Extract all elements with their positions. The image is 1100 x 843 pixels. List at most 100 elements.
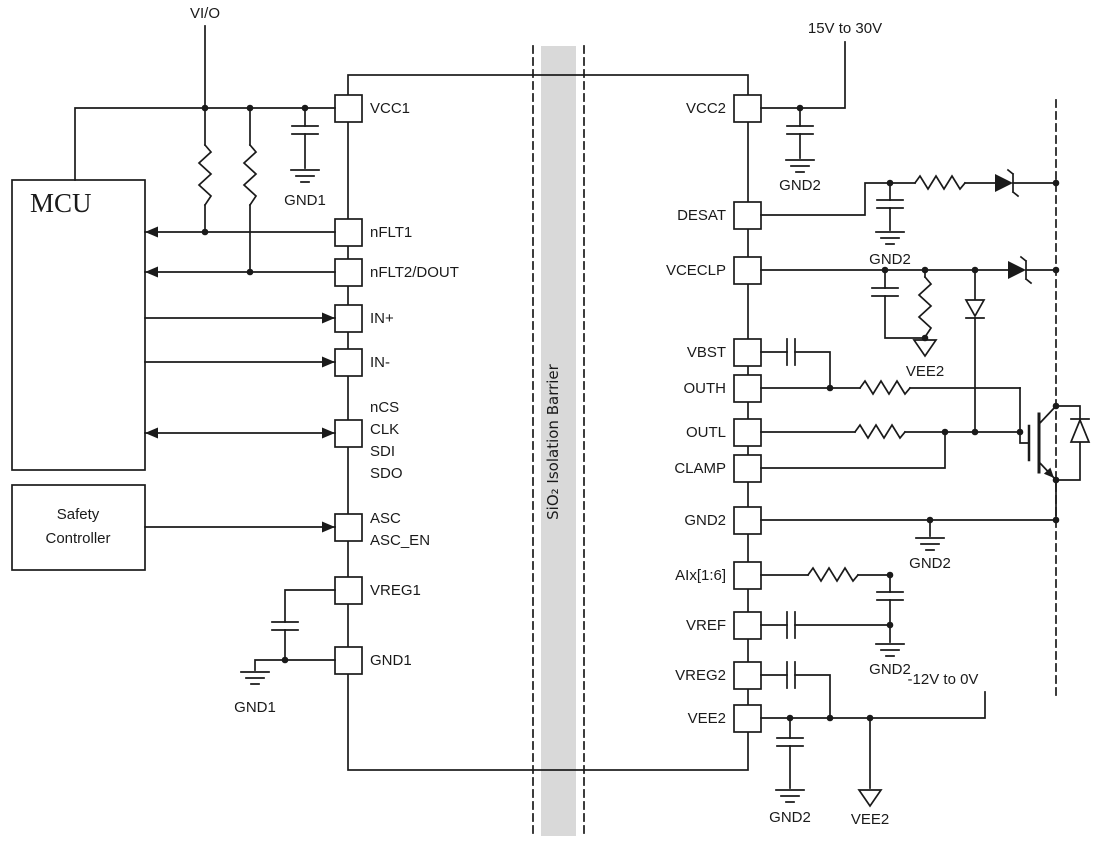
gnd2-symbol (785, 159, 815, 173)
pin-label-sdi: SDI (370, 443, 395, 460)
gnd2-symbol (915, 537, 945, 551)
pin-label-ncs: nCS (370, 399, 399, 416)
safety-controller-block: Safety Controller (11, 484, 146, 571)
pin-label-vbst: VBST (687, 344, 726, 361)
vcc2-decoupling-capacitor (786, 125, 814, 135)
isolation-barrier-label: SiO₂ Isolation Barrier (544, 363, 562, 520)
pin-label-asc: ASC (370, 510, 401, 527)
pin-clamp (733, 454, 762, 483)
gnd2-symbol (875, 643, 905, 657)
gate-off-resistor (854, 424, 906, 439)
pin-vbst (733, 338, 762, 367)
junction-dots (201, 104, 1060, 722)
pin-label-vcc1: VCC1 (370, 100, 410, 117)
igbt-symbol (1027, 404, 1058, 482)
vreg1-capacitor (271, 621, 299, 631)
pin-label-gnd1: GND1 (370, 652, 412, 669)
vee2-symbol (858, 789, 882, 807)
pin-label-clk: CLK (370, 421, 399, 438)
safety-label-line2: Controller (45, 530, 110, 547)
pin-label-asc-en: ASC_EN (370, 532, 430, 549)
pin-label-clamp: CLAMP (674, 460, 726, 477)
positive-supply-label: 15V to 30V (808, 20, 882, 37)
gnd2-symbol (775, 789, 805, 803)
pin-gnd1 (334, 646, 363, 675)
ic-right-pins (733, 94, 762, 733)
pin-vreg2 (733, 661, 762, 690)
vcc1-decoupling-capacitor (291, 125, 319, 135)
pin-spi (334, 419, 363, 448)
pin-label-in-minus: IN- (370, 354, 390, 371)
clamp-diode (964, 299, 986, 319)
emitter-arrowhead (1043, 467, 1054, 478)
pin-aix (733, 561, 762, 590)
vio-net-label: VI/O (190, 5, 220, 22)
isolation-barrier-band (541, 46, 576, 836)
pin-vceclp (733, 256, 762, 285)
left-wires (74, 25, 336, 671)
pin-label-vreg1: VREG1 (370, 582, 421, 599)
pin-vee2 (733, 704, 762, 733)
vee2-symbol (913, 339, 937, 357)
safety-label-line1: Safety (57, 506, 100, 523)
mcu-block: MCU (11, 179, 146, 471)
gnd2-symbol (875, 231, 905, 245)
freewheel-diode (1055, 405, 1091, 481)
mcu-box (11, 179, 146, 471)
pullup-resistor-nflt1 (198, 144, 212, 206)
isolation-barrier: SiO₂ Isolation Barrier (532, 45, 585, 837)
pin-outh (733, 374, 762, 403)
pin-label-vee2: VEE2 (688, 710, 726, 727)
pin-vcc1 (334, 94, 363, 123)
pin-label-vreg2: VREG2 (675, 667, 726, 684)
pin-label-vref: VREF (686, 617, 726, 634)
vbst-bootstrap-capacitor (786, 338, 796, 366)
pin-label-outh: OUTH (684, 380, 727, 397)
desat-resistor (914, 175, 966, 190)
pin-in-minus (334, 348, 363, 377)
gate-driver-ic: VCC1 nFLT1 nFLT2/DOUT IN+ IN- nCS CLK SD… (334, 74, 762, 771)
pin-in-plus (334, 304, 363, 333)
safety-controller-box (11, 484, 146, 571)
desat-blanking-capacitor (876, 199, 904, 209)
negative-supply-label: -12V to 0V (908, 671, 979, 688)
vee2-net-label: VEE2 (906, 363, 944, 380)
gnd1-symbol (290, 169, 320, 183)
pin-nflt2-dout (334, 258, 363, 287)
vceclp-capacitor (871, 287, 899, 297)
pullup-resistor-nflt2 (243, 144, 257, 206)
primary-side-circuit: VI/O GND1 GND1 (74, 5, 336, 716)
pin-label-vcc2: VCC2 (686, 100, 726, 117)
gnd2-net-label: GND2 (779, 177, 821, 194)
pin-label-outl: OUTL (686, 424, 726, 441)
pin-vreg1 (334, 576, 363, 605)
gnd1-symbol (240, 671, 270, 685)
gnd2-net-label: GND2 (769, 809, 811, 826)
gnd2-net-label: GND2 (869, 661, 911, 678)
pin-outl (733, 418, 762, 447)
pin-desat (733, 201, 762, 230)
aix-filter-capacitor (876, 591, 904, 601)
pin-label-sdo: SDO (370, 465, 403, 482)
gnd2-net-label: GND2 (869, 251, 911, 268)
vee2-net-label: VEE2 (851, 811, 889, 828)
pin-label-desat: DESAT (677, 207, 726, 224)
pin-nflt1 (334, 218, 363, 247)
pin-vcc2 (733, 94, 762, 123)
vceclp-zener-diode (1008, 255, 1033, 285)
gate-node-wires (1019, 387, 1057, 521)
power-stage (1019, 99, 1091, 701)
gnd1-net-label: GND1 (234, 699, 276, 716)
gate-on-resistor (859, 380, 911, 395)
pin-label-in-plus: IN+ (370, 310, 394, 327)
pin-label-vceclp: VCECLP (666, 262, 726, 279)
vee2-capacitor (776, 737, 804, 747)
desat-diode (995, 168, 1020, 198)
gnd1-net-label: GND1 (284, 192, 326, 209)
pin-label-nflt2-dout: nFLT2/DOUT (370, 264, 459, 281)
aix-series-resistor (807, 567, 859, 582)
vref-capacitor (786, 611, 796, 639)
pin-vref (733, 611, 762, 640)
